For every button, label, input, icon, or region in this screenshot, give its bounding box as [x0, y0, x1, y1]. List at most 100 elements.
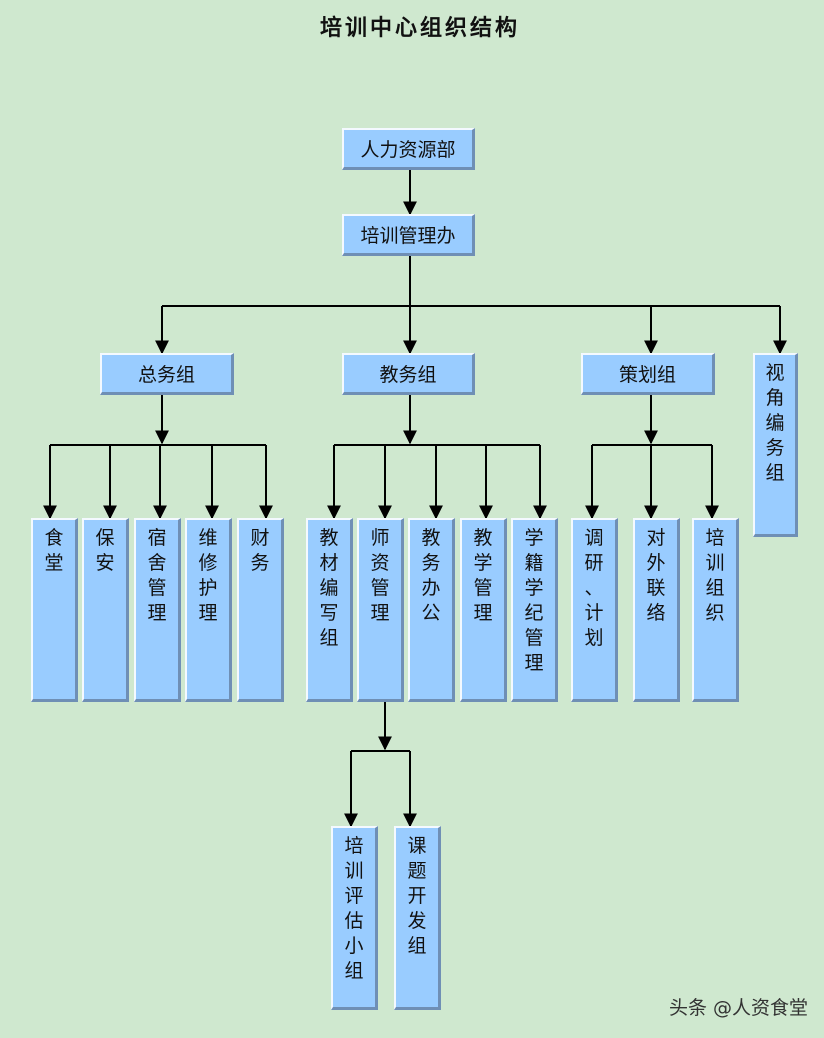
video-editing-group-box: 视角编务组 [753, 353, 798, 537]
label-char: 舍 [147, 552, 167, 574]
watermark-text: 头条 @人资食堂 [668, 997, 808, 1019]
planning-group-box: 策划组 [581, 353, 715, 395]
label-char: 堂 [44, 552, 64, 574]
label-char: 组 [344, 960, 364, 982]
label-char: 修 [198, 552, 218, 574]
label-char: 、 [584, 577, 604, 599]
label-char: 计 [584, 602, 604, 624]
label-char: 视 [765, 362, 785, 384]
unit-label: 对外联络 [635, 526, 677, 626]
label-char: 培 [705, 527, 725, 549]
page-title: 培训中心组织结构 [319, 15, 520, 41]
teaching-unit-office: 教务办公 [408, 518, 455, 702]
planning-unit-external: 对外联络 [633, 518, 680, 702]
unit-label: 培训评估小组 [333, 834, 375, 984]
label-char: 办 [421, 577, 441, 599]
label-char: 编 [319, 577, 339, 599]
hr-department-box: 人力资源部 [342, 128, 475, 170]
label-char: 组 [319, 627, 339, 649]
unit-label: 培训组织 [694, 526, 736, 626]
general-unit-canteen: 食堂 [31, 518, 78, 702]
label-char: 管 [370, 577, 390, 599]
label-char: 组 [705, 577, 725, 599]
unit-label: 调研、计划 [573, 526, 615, 651]
label-char: 安 [95, 552, 115, 574]
label-char: 角 [765, 387, 785, 409]
teaching-affairs-group-box: 教务组 [342, 353, 475, 395]
faculty-unit-evaluation: 培训评估小组 [331, 826, 378, 1010]
label-char: 宿 [147, 527, 167, 549]
general-unit-dormitory: 宿舍管理 [134, 518, 181, 702]
label-char: 写 [319, 602, 339, 624]
label-char: 编 [765, 412, 785, 434]
label-char: 理 [524, 652, 544, 674]
teaching-unit-instruction: 教学管理 [460, 518, 507, 702]
label-char: 发 [407, 910, 427, 932]
label-char: 财 [250, 527, 270, 549]
training-office-box: 培训管理办 [342, 214, 475, 256]
label-char: 学 [473, 552, 493, 574]
label-char: 管 [524, 627, 544, 649]
label-char: 管 [147, 577, 167, 599]
label-char: 估 [344, 910, 364, 932]
label-char: 组 [407, 935, 427, 957]
label-char: 对 [646, 527, 666, 549]
label-char: 维 [198, 527, 218, 549]
label-char: 联 [646, 577, 666, 599]
video-editing-group-label: 视角编务组 [755, 361, 795, 486]
label-char: 护 [198, 577, 218, 599]
label-char: 外 [646, 552, 666, 574]
label-char: 理 [198, 602, 218, 624]
label-char: 纪 [524, 602, 544, 624]
general-unit-maintenance: 维修护理 [185, 518, 232, 702]
unit-label: 师资管理 [359, 526, 401, 626]
label-char: 组 [765, 462, 785, 484]
label-char: 理 [473, 602, 493, 624]
planning-group-label: 策划组 [618, 364, 676, 386]
label-char: 教 [473, 527, 493, 549]
unit-label: 学籍学纪管理 [513, 526, 555, 676]
label-char: 师 [370, 527, 390, 549]
faculty-unit-curriculum: 课题开发组 [394, 826, 441, 1010]
teaching-unit-student-records: 学籍学纪管理 [511, 518, 558, 702]
planning-unit-research: 调研、计划 [571, 518, 618, 702]
label-char: 训 [344, 860, 364, 882]
label-char: 教 [421, 527, 441, 549]
unit-label: 保安 [84, 526, 126, 576]
unit-label: 教材编写组 [308, 526, 350, 651]
label-char: 小 [344, 935, 364, 957]
unit-label: 课题开发组 [396, 834, 438, 959]
unit-label: 维修护理 [187, 526, 229, 626]
label-char: 保 [95, 527, 115, 549]
label-char: 食 [44, 527, 64, 549]
training-office-label: 培训管理办 [360, 225, 456, 247]
label-char: 务 [765, 437, 785, 459]
label-char: 理 [147, 602, 167, 624]
teaching-affairs-group-label: 教务组 [379, 364, 437, 386]
label-char: 研 [584, 552, 604, 574]
label-char: 籍 [524, 552, 544, 574]
label-char: 评 [344, 885, 364, 907]
label-char: 题 [407, 860, 427, 882]
label-char: 公 [421, 602, 441, 624]
label-char: 务 [421, 552, 441, 574]
general-affairs-group-label: 总务组 [137, 364, 195, 386]
teaching-unit-materials: 教材编写组 [306, 518, 353, 702]
label-char: 织 [705, 602, 725, 624]
label-char: 课 [407, 835, 427, 857]
label-char: 学 [524, 527, 544, 549]
general-affairs-group-box: 总务组 [100, 353, 234, 395]
general-unit-security: 保安 [82, 518, 129, 702]
label-char: 管 [473, 577, 493, 599]
unit-label: 食堂 [33, 526, 75, 576]
planning-unit-organization: 培训组织 [692, 518, 739, 702]
label-char: 调 [584, 527, 604, 549]
unit-label: 教学管理 [462, 526, 504, 626]
label-char: 培 [344, 835, 364, 857]
general-unit-finance: 财务 [237, 518, 284, 702]
label-char: 学 [524, 577, 544, 599]
label-char: 开 [407, 885, 427, 907]
label-char: 教 [319, 527, 339, 549]
label-char: 理 [370, 602, 390, 624]
